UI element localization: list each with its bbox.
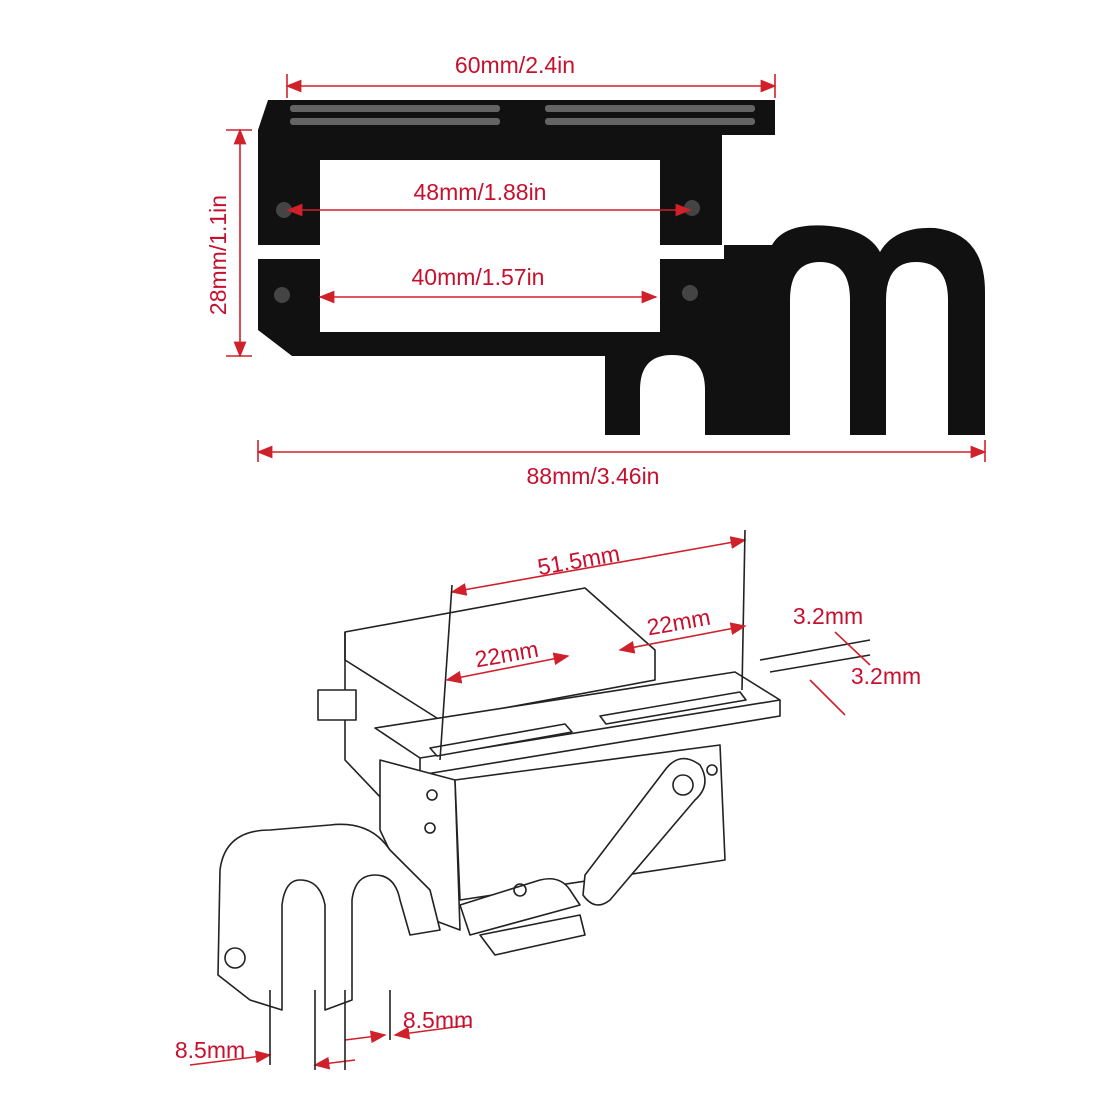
total-length-label: 88mm/3.46in <box>527 463 660 489</box>
slot-width-label-1: 3.2mm <box>793 603 863 629</box>
top-width-label: 60mm/2.4in <box>455 52 575 78</box>
slot-width-label-2: 3.2mm <box>851 663 921 689</box>
servo-mount-bracket-photo <box>252 100 985 435</box>
slot-span-label: 51.5mm <box>535 540 621 580</box>
drawing-dimension-lines <box>189 529 871 1070</box>
outer-hole-spacing-label: 48mm/1.88in <box>414 179 547 205</box>
clevis-right-gap-label: 8.5mm <box>403 1007 473 1033</box>
installation-line-drawing <box>217 587 781 1011</box>
height-label: 28mm/1.1in <box>205 195 231 315</box>
photo-dimension-lines <box>226 74 987 462</box>
clevis-left-gap-label: 8.5mm <box>175 1037 245 1063</box>
inner-hole-spacing-label: 40mm/1.57in <box>412 264 545 290</box>
